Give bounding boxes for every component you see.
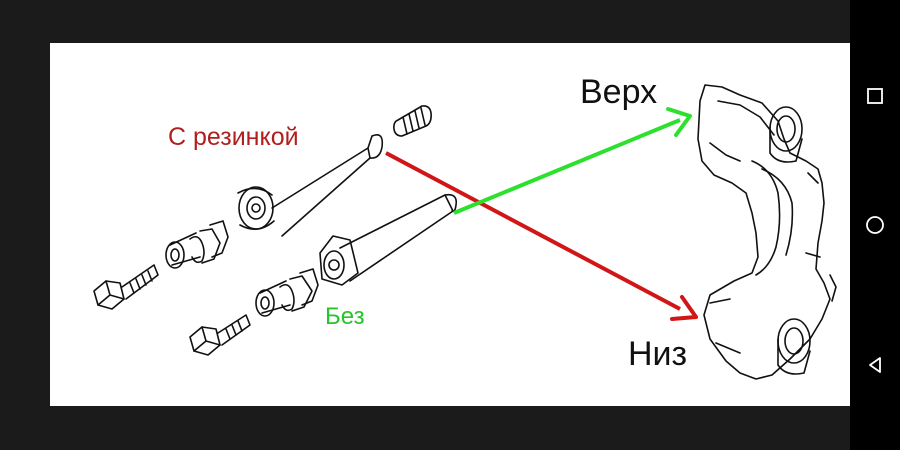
caliper-bracket	[697, 84, 837, 380]
label-bottom: Низ	[628, 335, 688, 373]
navigation-bar	[850, 0, 900, 450]
label-without: Без	[325, 303, 365, 330]
green-arrow	[453, 107, 692, 215]
lower-guide-pin	[319, 193, 458, 286]
back-icon	[869, 357, 881, 373]
recent-apps-button[interactable]	[850, 74, 900, 118]
label-top: Верх	[580, 73, 658, 111]
image-viewer: С резинкой Без Верх Низ	[50, 43, 850, 406]
recent-apps-icon	[867, 88, 883, 104]
lower-bolt	[189, 314, 251, 356]
small-bush	[393, 105, 432, 137]
caliper-diagram: С резинкой Без Верх Низ	[50, 43, 850, 406]
red-arrow	[385, 151, 698, 321]
upper-boot	[165, 220, 229, 269]
diagram-drawing	[93, 84, 837, 380]
back-button[interactable]	[850, 343, 900, 387]
upper-guide-pin	[237, 134, 384, 237]
upper-bolt	[93, 264, 159, 310]
lower-boot	[255, 268, 319, 317]
home-icon	[866, 216, 884, 234]
label-with-rubber: С резинкой	[168, 123, 299, 151]
home-button[interactable]	[850, 203, 900, 247]
